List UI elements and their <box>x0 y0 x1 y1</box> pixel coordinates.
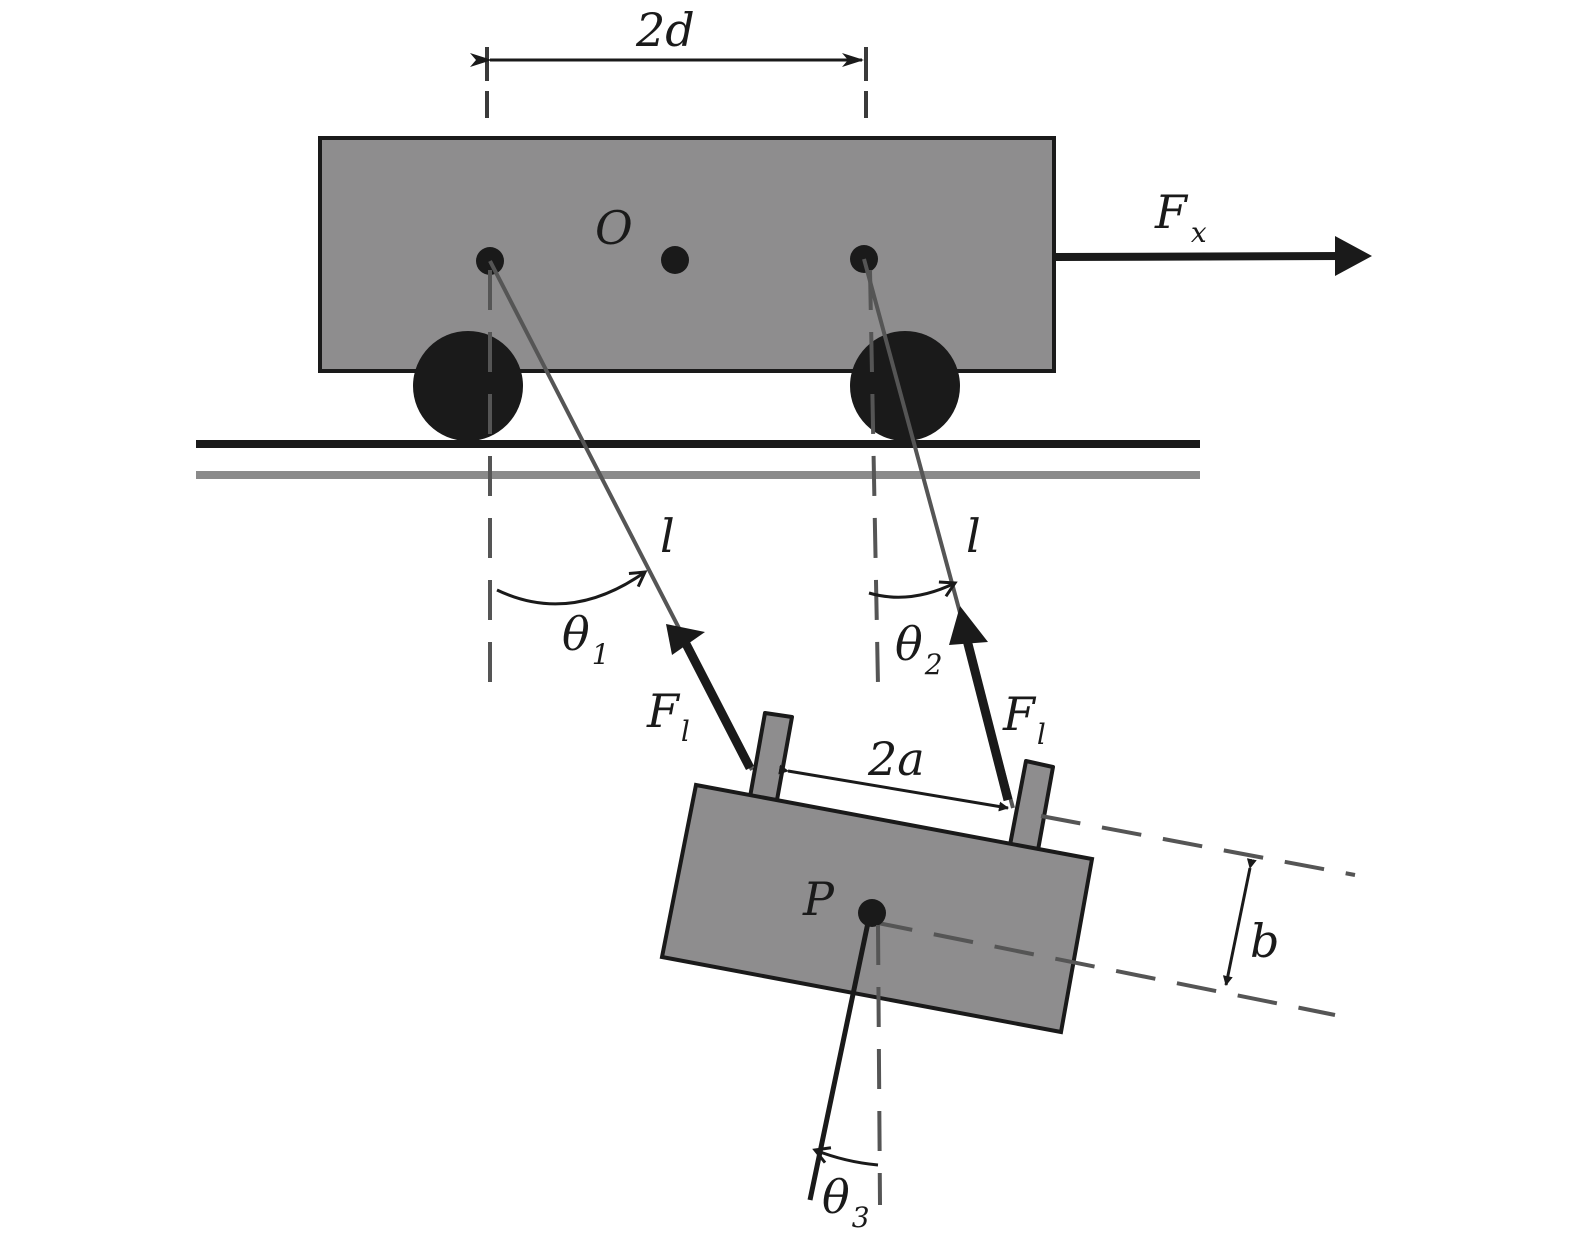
left-cable-length-label: l <box>660 509 675 563</box>
cable-forces: Fl Fl <box>646 606 1046 802</box>
trolley-center-point <box>661 246 689 274</box>
right-cable-force-label: Fl <box>1002 687 1046 751</box>
payload-tilt: θ3 <box>807 912 882 1234</box>
hook-spacing-label: 2a <box>867 732 925 786</box>
angle-arcs: θ1 θ2 <box>496 570 958 681</box>
angle-right-label: θ2 <box>895 617 943 681</box>
payload-offset-label: b <box>1250 914 1279 968</box>
trolley-center-label: O <box>595 201 633 255</box>
trolley: O <box>318 136 1056 441</box>
payload-center-label: P <box>802 872 835 926</box>
payload: 2a b P <box>659 711 1356 1035</box>
track-width-label: 2d <box>635 3 695 57</box>
right-wheel <box>850 331 960 441</box>
track-width-dimension: 2d <box>470 3 868 118</box>
left-cable-force-label: Fl <box>646 684 690 748</box>
payload-angle-label: θ3 <box>822 1170 870 1234</box>
right-hook <box>1008 759 1055 852</box>
right-cable-length-label: l <box>966 509 981 563</box>
left-wheel <box>413 331 523 441</box>
payload-center-point <box>858 899 886 927</box>
vertical-reference-lines <box>488 269 880 686</box>
angle-left-label: θ1 <box>562 607 610 671</box>
left-hook <box>748 711 794 802</box>
rail <box>196 440 1200 479</box>
